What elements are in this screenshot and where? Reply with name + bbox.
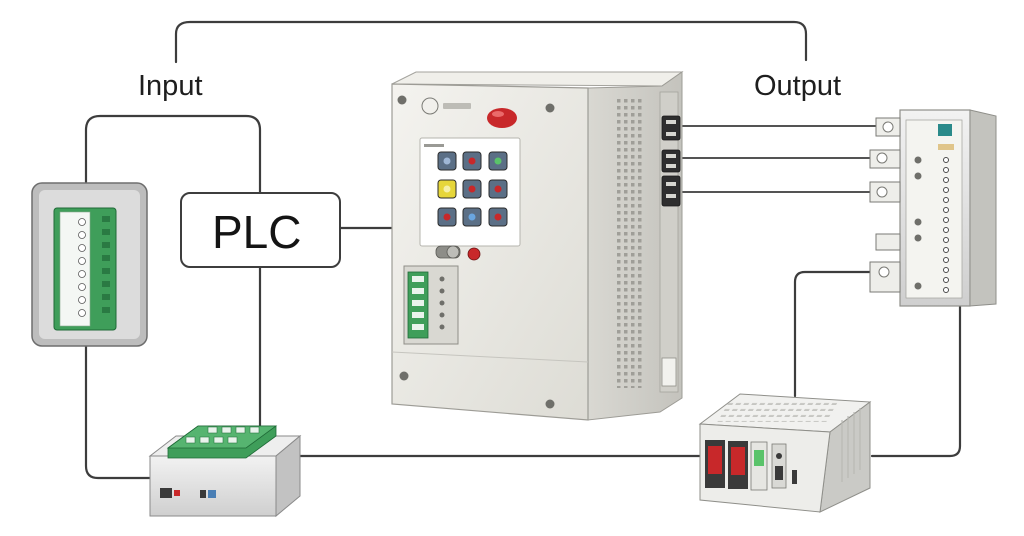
plc-label: PLC	[212, 206, 302, 258]
output-relay-module	[698, 393, 872, 513]
wire-input-output-loop	[174, 20, 808, 64]
output-terminal-strip	[869, 109, 997, 307]
wire-input-left	[84, 114, 262, 194]
wire-relay-output	[793, 270, 882, 398]
plc-control-cabinet	[391, 71, 684, 421]
input-terminal-block	[31, 182, 148, 347]
plc-label-box	[180, 192, 341, 268]
wire-input-junction	[84, 344, 152, 480]
output-label: Output	[754, 70, 842, 102]
input-label: Input	[138, 70, 203, 102]
wiring	[84, 20, 962, 480]
input-junction-box	[148, 425, 302, 518]
wire-output-right	[870, 302, 962, 458]
